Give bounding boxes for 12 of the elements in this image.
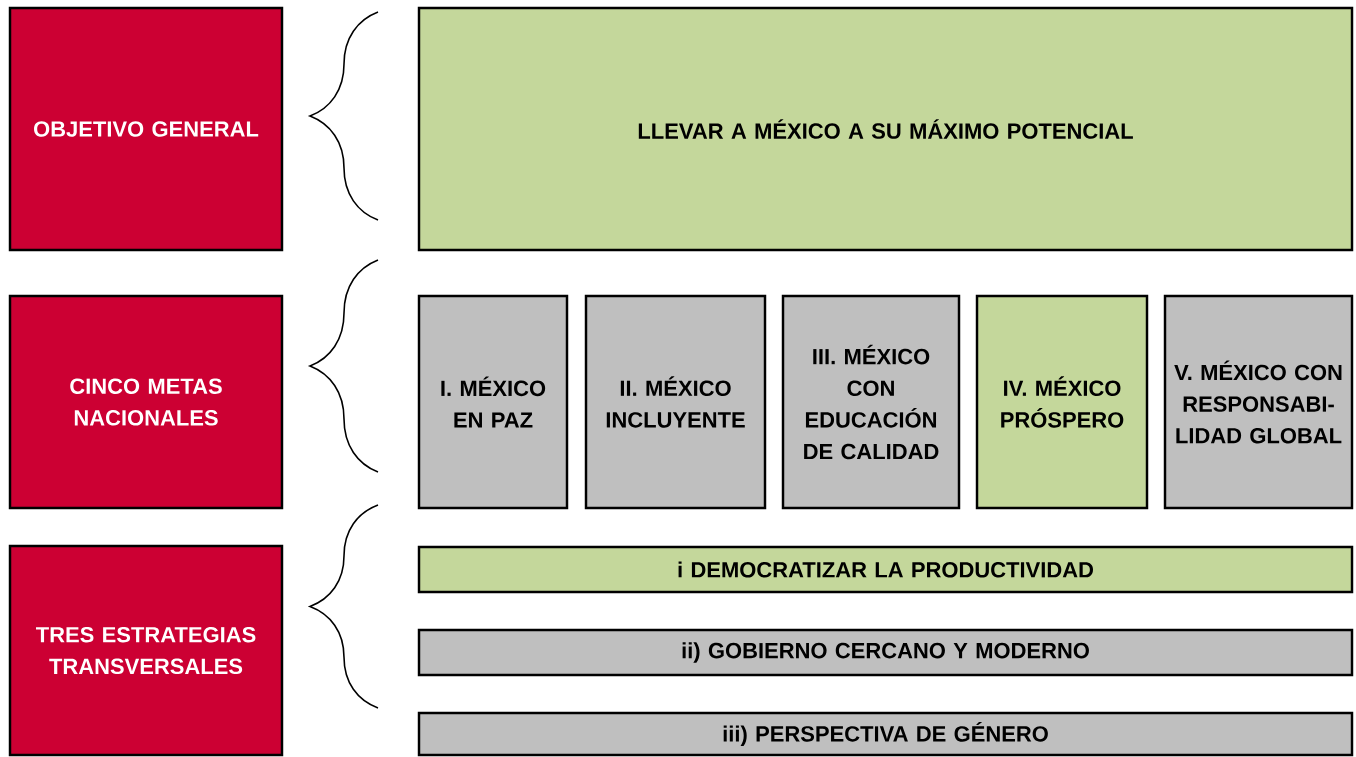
goal-box: II. MÉXICO INCLUYENTE: [584, 294, 767, 510]
goal-box: iii) PERSPECTIVA DE GÉNERO: [417, 711, 1354, 757]
goal-box: I. MÉXICO EN PAZ: [417, 294, 569, 510]
goal-box: III. MÉXICO CON EDUCACIÓN DE CALIDAD: [781, 294, 961, 510]
goal-box: i DEMOCRATIZAR LA PRODUCTIVIDAD: [417, 545, 1354, 594]
category-box: OBJETIVO GENERAL: [8, 6, 284, 252]
category-box: TRES ESTRATEGIAS TRANSVERSALES: [8, 544, 284, 757]
goal-box: ii) GOBIERNO CERCANO Y MODERNO: [417, 628, 1354, 677]
goal-box: IV. MÉXICO PRÓSPERO: [975, 294, 1149, 510]
category-box: CINCO METAS NACIONALES: [8, 294, 284, 510]
goal-box: LLEVAR A MÉXICO A SU MÁXIMO POTENCIAL: [417, 6, 1354, 252]
goal-box: V. MÉXICO CON RESPONSABI-LIDAD GLOBAL: [1163, 294, 1354, 510]
